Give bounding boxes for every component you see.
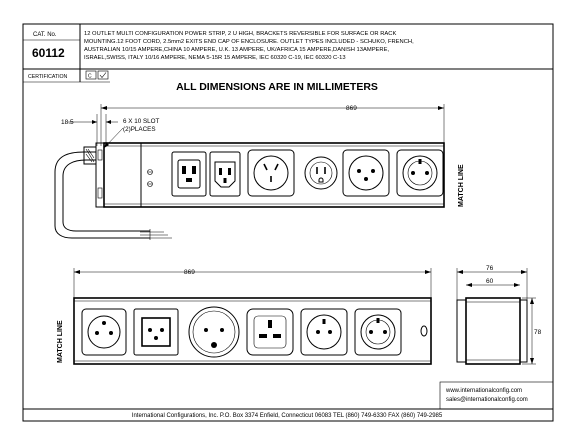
cat-number: 60112 [32, 46, 65, 60]
end-depth-dimension: 60 [486, 278, 494, 285]
slot-note-line-1: 6 X 10 SLOT [123, 118, 160, 125]
description-line-4: ISRAEL,SWISS, ITALY 10/16 AMPERE, NEMA 5… [84, 55, 346, 61]
schuko-outlet-top [396, 149, 444, 197]
swiss-outlet-top [342, 149, 390, 197]
bottom-length-dimension: 869 [184, 269, 195, 276]
end-box [465, 297, 521, 365]
web-box: www.internationalconfig.com sales@intern… [439, 381, 554, 410]
bottom-strip-body [73, 297, 432, 365]
uk-outlet-bottom [246, 308, 294, 356]
left-offset-dimension: 18.5 [61, 119, 74, 126]
c13-outlet-top [209, 151, 241, 197]
description-line-2: MOUNTING.12 FOOT CORD, 2.5mm2 EXITS END … [84, 39, 414, 45]
c19-outlet-top [171, 151, 207, 197]
top-strip-body [103, 142, 445, 208]
sales-email: sales@internationalconfig.com [446, 397, 528, 403]
end-cap [95, 142, 105, 208]
end-view: 76 60 78 [456, 265, 542, 365]
bottom-view: 869 [73, 268, 432, 365]
svg-text:C: C [88, 74, 92, 80]
end-height-dimension: 78 [534, 329, 542, 336]
top-view: 869 18.5 6 X 10 SLOT (2)PLACES [54, 104, 445, 240]
title-block: CAT. No. 60112 12 OUTLET MULTI CONFIGURA… [23, 24, 553, 83]
certification-marks: C [85, 70, 109, 80]
match-line-top: MATCH LINE [458, 164, 465, 207]
description-line-3: AUSTRALIAN 10/15 AMPERE,CHINA 10 AMPERE,… [84, 47, 389, 53]
match-line-bottom: MATCH LINE [57, 320, 64, 363]
web-address: www.internationalconfig.com [445, 388, 522, 394]
nema-outlet-top [304, 156, 338, 190]
sheet-border [22, 23, 554, 422]
australian-outlet-top [247, 149, 295, 197]
bracket-slot [420, 325, 428, 337]
top-length-dimension: 869 [346, 105, 357, 112]
slot-note-line-2: (2)PLACES [123, 126, 156, 133]
danish-outlet-bottom [133, 308, 179, 356]
cord-grip [83, 146, 97, 165]
certification-label: CERTIFICATION [28, 74, 68, 80]
schuko-outlet-bottom [354, 308, 402, 356]
israel-outlet-bottom [188, 306, 240, 358]
cat-label: CAT. No. [33, 32, 57, 38]
dimensions-heading: ALL DIMENSIONS ARE IN MILLIMETERS [176, 81, 378, 93]
china-outlet-bottom [300, 308, 348, 356]
french-outlet-bottom [81, 308, 127, 356]
end-width-dimension: 76 [486, 265, 494, 272]
description-line-1: 12 OUTLET MULTI CONFIGURATION POWER STRI… [84, 31, 396, 37]
company-info: International Configurations, Inc. P.O. … [132, 413, 443, 419]
